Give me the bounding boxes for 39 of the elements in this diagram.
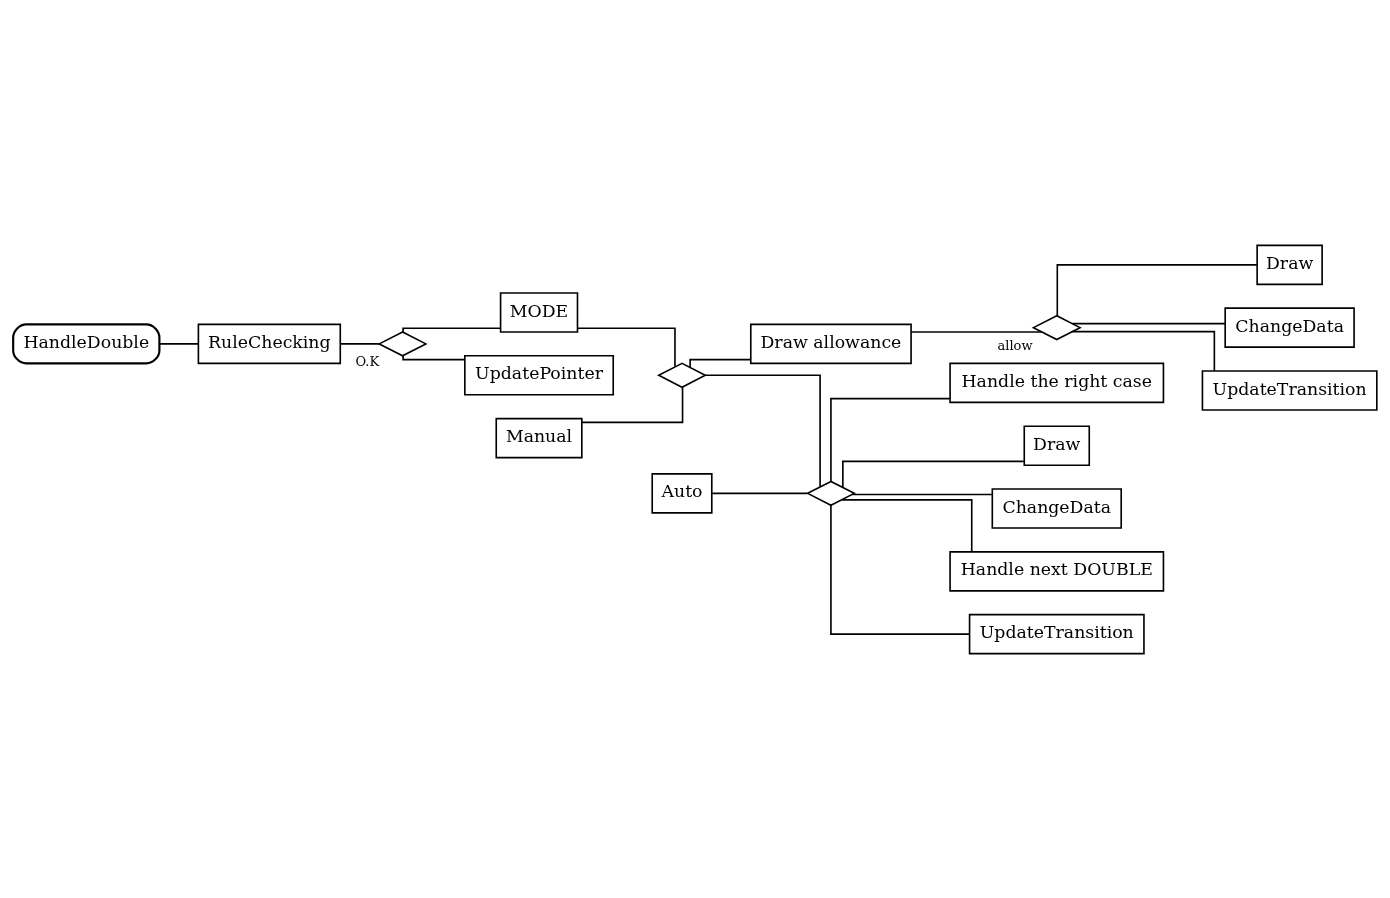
connector: [1071, 330, 1216, 372]
node-box: MODE: [499, 291, 579, 333]
connector: [1056, 263, 1258, 317]
node-box: UpdatePointer: [464, 354, 615, 396]
node-box: Draw: [1023, 424, 1091, 466]
node-box: Draw allowance: [749, 323, 912, 364]
node-diamond: [656, 362, 708, 388]
connector: [830, 397, 951, 482]
node-diamond: [805, 480, 856, 506]
connector: [841, 498, 973, 553]
connector: [711, 492, 808, 494]
connector: [830, 504, 971, 635]
node-box: UpdateTransition: [968, 613, 1145, 654]
node-box: RuleChecking: [197, 323, 342, 364]
node-box: Draw: [1256, 244, 1323, 285]
node-box: UpdateTransition: [1201, 369, 1378, 411]
connector: [704, 374, 821, 487]
node-diamond: [377, 330, 428, 357]
connector: [402, 326, 502, 333]
connector: [158, 342, 200, 345]
node-label: allow: [997, 337, 1033, 353]
node-diamond: [1031, 314, 1082, 340]
node-box: ChangeData: [991, 487, 1122, 529]
connector: [581, 385, 684, 423]
connector: [1071, 322, 1226, 324]
node-box: Handle next DOUBLE: [949, 550, 1165, 592]
connector: [689, 358, 752, 368]
connector: [339, 342, 381, 345]
connector: [842, 460, 1025, 488]
connector: [910, 330, 1043, 333]
node-label: O.K: [355, 353, 380, 369]
connector: [402, 354, 466, 360]
node-box: HandleDouble: [12, 322, 161, 364]
node-box: Manual: [495, 417, 583, 458]
node-box: ChangeData: [1224, 306, 1355, 348]
connector: [851, 493, 993, 495]
connector: [576, 326, 676, 367]
node-box: Auto: [651, 472, 713, 514]
node-box: Handle the right case: [949, 362, 1165, 403]
